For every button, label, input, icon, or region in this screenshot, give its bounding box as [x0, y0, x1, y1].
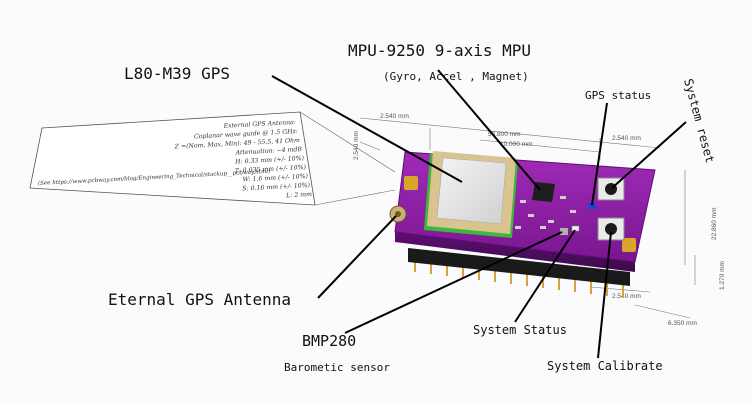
- system-status-led: [571, 225, 580, 232]
- note-line-8: S: 0.16 mm (+/- 10%): [242, 182, 311, 193]
- pcb-edge: [395, 232, 635, 272]
- dim-label-4: 2.540 mm: [612, 135, 641, 142]
- bmp280-chip: [560, 228, 568, 235]
- note-line-6: T: 0.035 mm (+/- 10%): [235, 164, 307, 175]
- dim-label-3: 10.000 mm: [500, 141, 533, 148]
- label-gps-status: GPS status: [585, 89, 651, 102]
- dim-label-2: 50.800 mm: [488, 131, 521, 138]
- label-system-calibrate: System Calibrate: [547, 359, 663, 373]
- header-strip-front: [408, 248, 630, 286]
- dim-label-8: 2.540 mm: [612, 293, 641, 300]
- label-mpu-sub: (Gyro, Accel , Magnet): [383, 70, 529, 83]
- label-gps: L80-M39 GPS: [124, 64, 230, 83]
- dimension-labels: 2.540 mm 50.800 mm 10.000 mm 2.540 mm 2.…: [353, 113, 726, 327]
- label-system-status: System Status: [473, 323, 567, 337]
- corner-pad-left: [404, 176, 418, 190]
- dim-label-5: 2.540 mm: [353, 131, 360, 160]
- gps-module: [424, 151, 518, 238]
- leader-lines: [271, 69, 687, 359]
- label-mpu: MPU-9250 9-axis MPU: [348, 41, 531, 60]
- antenna-spec-note: External GPS Antenna: Coplanar wave guid…: [29, 111, 396, 206]
- dim-label-6: 22.860 mm: [711, 207, 718, 240]
- note-line-1: External GPS Antenna:: [222, 119, 296, 130]
- label-antenna: Eternal GPS Antenna: [108, 290, 291, 309]
- note-line-7: W: 1.6 mm (+/- 10%): [243, 173, 309, 183]
- note-line-5: H: 0.33 mm (+/- 10%): [234, 155, 305, 166]
- gps-status-led: [588, 203, 596, 209]
- note-line-4: Attenuation: ~4 mdB: [234, 146, 302, 157]
- note-line-9: L: 2 mm: [285, 191, 312, 199]
- label-bmp: BMP280: [302, 332, 356, 350]
- dim-label-9: 6.350 mm: [668, 320, 697, 327]
- dim-label-7: 1.270 mm: [719, 261, 726, 290]
- label-bmp-sub: Barometic sensor: [284, 361, 390, 374]
- corner-pad-right: [622, 238, 636, 252]
- dim-label-1: 2.540 mm: [380, 113, 409, 120]
- system-calibrate-button: [597, 217, 625, 241]
